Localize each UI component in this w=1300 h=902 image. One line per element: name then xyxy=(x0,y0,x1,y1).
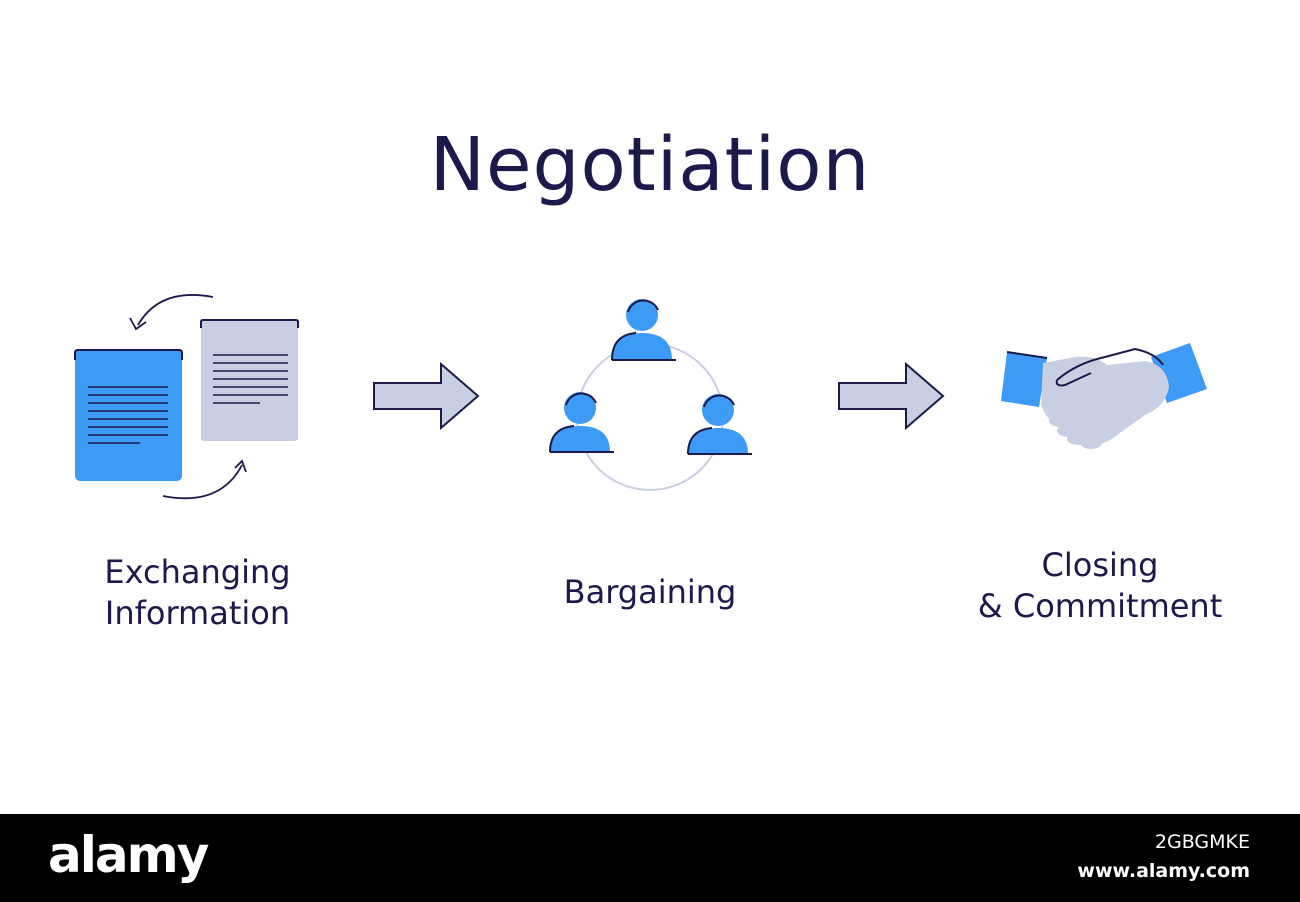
image-id: 2GBGMKE xyxy=(1154,831,1250,853)
stage-label-line: & Commitment xyxy=(977,587,1223,625)
arrow-right-icon xyxy=(373,361,480,431)
stage-label-line: Information xyxy=(104,594,291,632)
site-url: www.alamy.com xyxy=(1077,860,1250,882)
people-circle-icon xyxy=(549,299,752,491)
arrow-right-icon xyxy=(838,361,945,431)
stage-label-bargaining: Bargaining xyxy=(500,572,800,613)
document-exchange-icon xyxy=(74,294,299,500)
brand-logo: alamy xyxy=(48,826,209,884)
stage-label-line: Exchanging xyxy=(104,553,291,591)
stage-label-exchanging-information: Exchanging Information xyxy=(45,552,350,634)
handshake-icon xyxy=(1001,343,1207,449)
diagram-title: Negotiation xyxy=(429,122,871,208)
stage-label-line: Closing xyxy=(1041,546,1159,584)
stage-label-closing-commitment: Closing & Commitment xyxy=(940,545,1260,627)
stage-label-line: Bargaining xyxy=(563,573,737,611)
watermark-footer: alamy 2GBGMKE www.alamy.com xyxy=(0,814,1300,902)
